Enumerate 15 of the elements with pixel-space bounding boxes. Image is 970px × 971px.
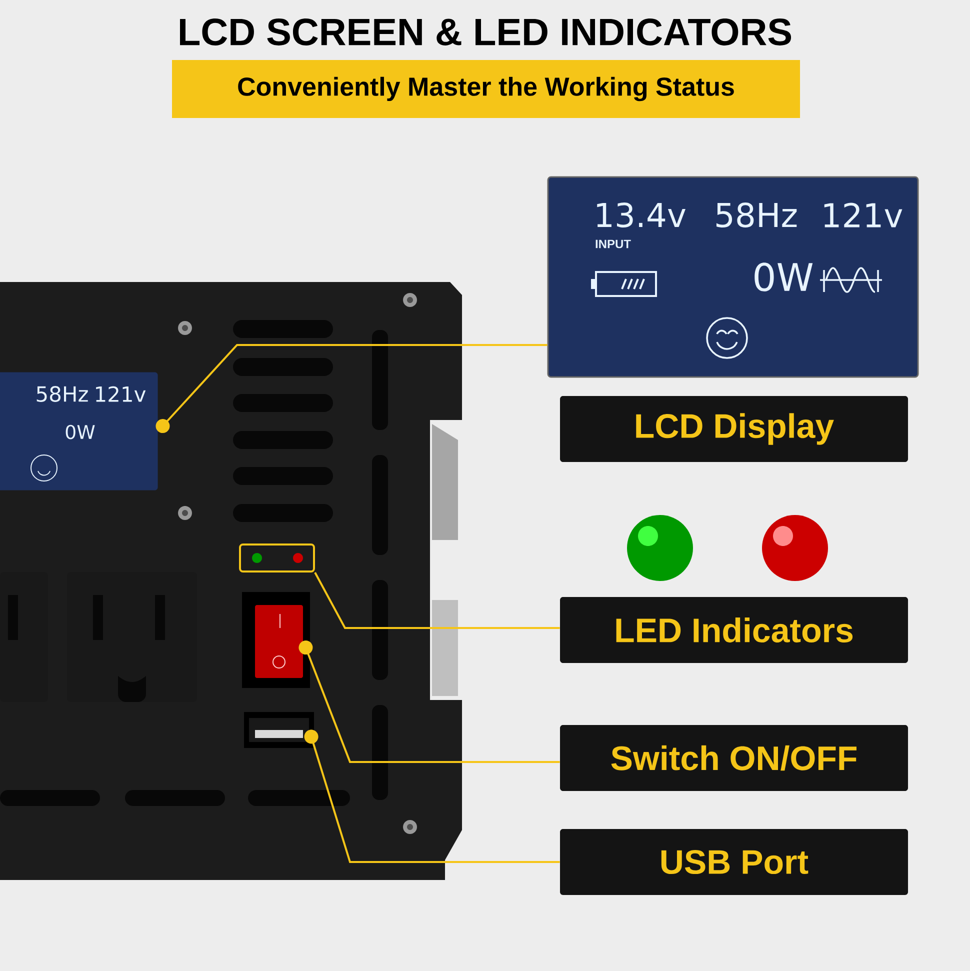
rocker-switch bbox=[242, 592, 310, 688]
indicator-frame bbox=[239, 544, 315, 572]
leader-line bbox=[314, 572, 560, 629]
usb-port bbox=[244, 712, 314, 748]
lcd-screen: 13.4v 58Hz 121v INPUT 0W bbox=[547, 176, 919, 378]
label-box: LCD Display bbox=[560, 396, 908, 462]
label-box: USB Port bbox=[560, 829, 908, 895]
title: LCD SCREEN & LED INDICATORS bbox=[180, 18, 792, 46]
banner: Conveniently Master the Working Status bbox=[172, 60, 800, 118]
leader-line bbox=[298, 640, 560, 763]
label-box: Switch ON/OFF bbox=[560, 725, 908, 791]
leader-line bbox=[156, 344, 548, 434]
lcd-screen: 58Hz 121v 0W bbox=[0, 372, 158, 490]
leader-line bbox=[304, 730, 560, 863]
label-box: LED Indicators bbox=[560, 597, 908, 663]
